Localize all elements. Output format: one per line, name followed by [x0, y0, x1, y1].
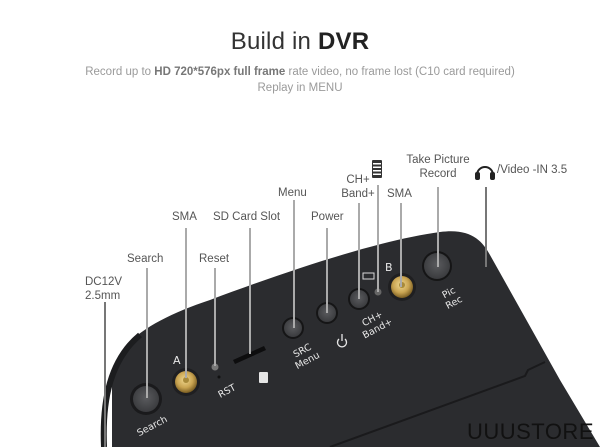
- callout-line-power: [326, 228, 328, 313]
- page-title: Build in DVR: [230, 28, 370, 55]
- callout-ch-band: CH+Band+: [341, 174, 375, 200]
- callout-line-ch: [358, 203, 360, 299]
- callout-line-sma-b: [400, 203, 402, 287]
- subtitle-line-1: Record up to HD 720*576px full frame rat…: [85, 66, 515, 78]
- callout-line-battery: [377, 185, 379, 292]
- callout-line-pic-rec: [437, 187, 439, 267]
- callout-search: Search: [127, 253, 164, 265]
- callout-line-search: [146, 268, 148, 398]
- battery-icon: [372, 160, 382, 178]
- callout-line-dc: [104, 302, 106, 447]
- subtitle-line-2: Replay in MENU: [257, 82, 343, 94]
- callout-sma-a: SMA: [172, 211, 197, 223]
- callout-sma-b: SMA: [387, 188, 412, 200]
- headphone-icon: [475, 166, 495, 180]
- callout-line-av: [485, 187, 487, 267]
- callout-reset: Reset: [199, 253, 230, 265]
- callout-menu: Menu: [278, 187, 307, 199]
- callout-power: Power: [311, 211, 344, 223]
- callout-line-sd: [249, 228, 251, 354]
- panel-label-b: B: [385, 261, 393, 274]
- callout-sd-card: SD Card Slot: [213, 211, 281, 223]
- callout-line-sma-a: [185, 228, 187, 378]
- callout-line-reset: [214, 268, 216, 366]
- watermark: UUUSTORE: [466, 419, 594, 444]
- callout-line-menu: [293, 200, 295, 328]
- callout-av-in: /Video -IN 3.5: [497, 164, 568, 176]
- panel-label-a: A: [173, 354, 181, 367]
